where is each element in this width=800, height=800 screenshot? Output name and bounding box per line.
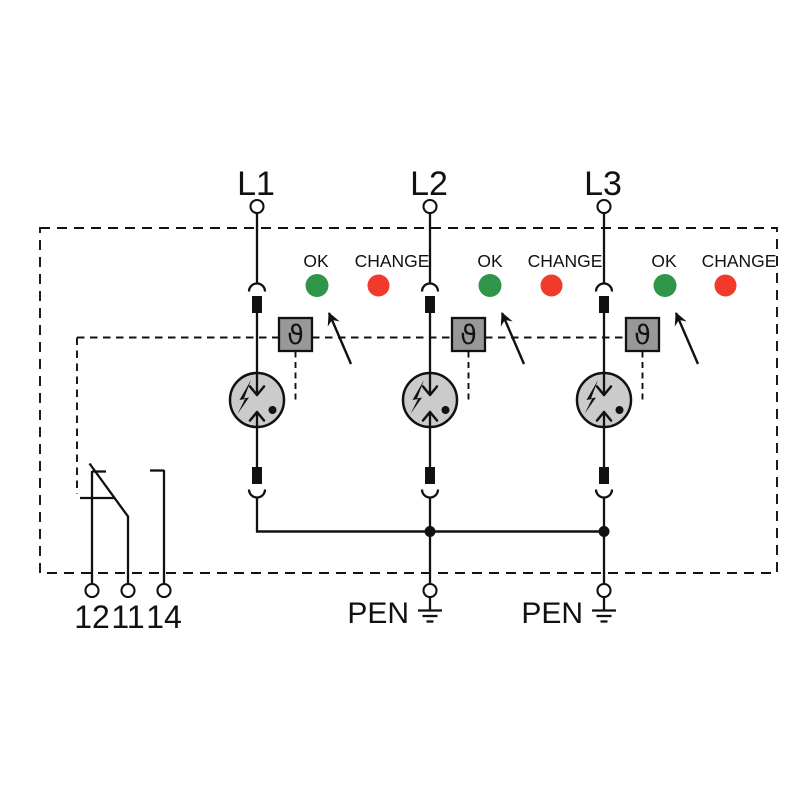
theta-icon: ϑ [634, 320, 651, 351]
ok-led [478, 274, 502, 297]
pen-terminal-circle [596, 582, 612, 599]
ok-led [653, 274, 677, 297]
terminal-12-circle [84, 582, 100, 599]
spd-module-l3 [575, 198, 633, 534]
change-led [540, 274, 563, 297]
phase-label-l2: L2 [410, 165, 448, 203]
phase-label-l1: L1 [237, 165, 275, 203]
terminal-11-label: 11 [111, 599, 144, 635]
terminal-14-label: 14 [146, 599, 182, 635]
change-label: CHANGE [702, 251, 777, 271]
thermal-disconnect-box [450, 316, 487, 353]
ground-icon [418, 597, 442, 623]
thermal-disconnect-box [624, 316, 661, 353]
status-arrow-icon [327, 312, 353, 365]
monitoring-linkage [76, 336, 626, 500]
status-arrow-icon [500, 312, 526, 365]
change-label: CHANGE [355, 251, 430, 271]
pen-bus [256, 526, 610, 537]
ok-label: OK [303, 251, 329, 271]
terminal-14-circle [156, 582, 172, 599]
theta-icon: ϑ [460, 320, 477, 351]
spd-module-l2 [401, 198, 459, 534]
contact-blade [88, 462, 130, 584]
theta-icon: ϑ [287, 320, 304, 351]
ok-label: OK [651, 251, 677, 271]
phase-l1-circuit: L1 ϑ OK CHANGE [228, 165, 430, 534]
status-arrow-icon [674, 312, 700, 365]
phase-l2-circuit: L2 ϑ OK CHANGE [401, 165, 603, 534]
ground-icon [592, 597, 616, 623]
change-led [714, 274, 737, 297]
enclosure-outline [39, 227, 778, 574]
changeover-contact: 12 11 14 [74, 462, 182, 635]
phase-label-l3: L3 [584, 165, 622, 203]
terminal-12-label: 12 [74, 599, 110, 635]
ok-label: OK [477, 251, 503, 271]
change-label: CHANGE [528, 251, 603, 271]
change-led [367, 274, 390, 297]
pen-connection-1: PEN [347, 531, 442, 630]
ok-led [305, 274, 329, 297]
thermal-disconnect-box [277, 316, 314, 353]
pen-label: PEN [521, 597, 583, 630]
terminal-11-circle [120, 582, 136, 599]
pen-terminal-circle [422, 582, 438, 599]
phase-l3-circuit: L3 ϑ OK CHANGE [575, 165, 777, 534]
spd-module-l1 [228, 198, 286, 534]
pen-connection-2: PEN [521, 531, 616, 630]
pen-label: PEN [347, 597, 409, 630]
